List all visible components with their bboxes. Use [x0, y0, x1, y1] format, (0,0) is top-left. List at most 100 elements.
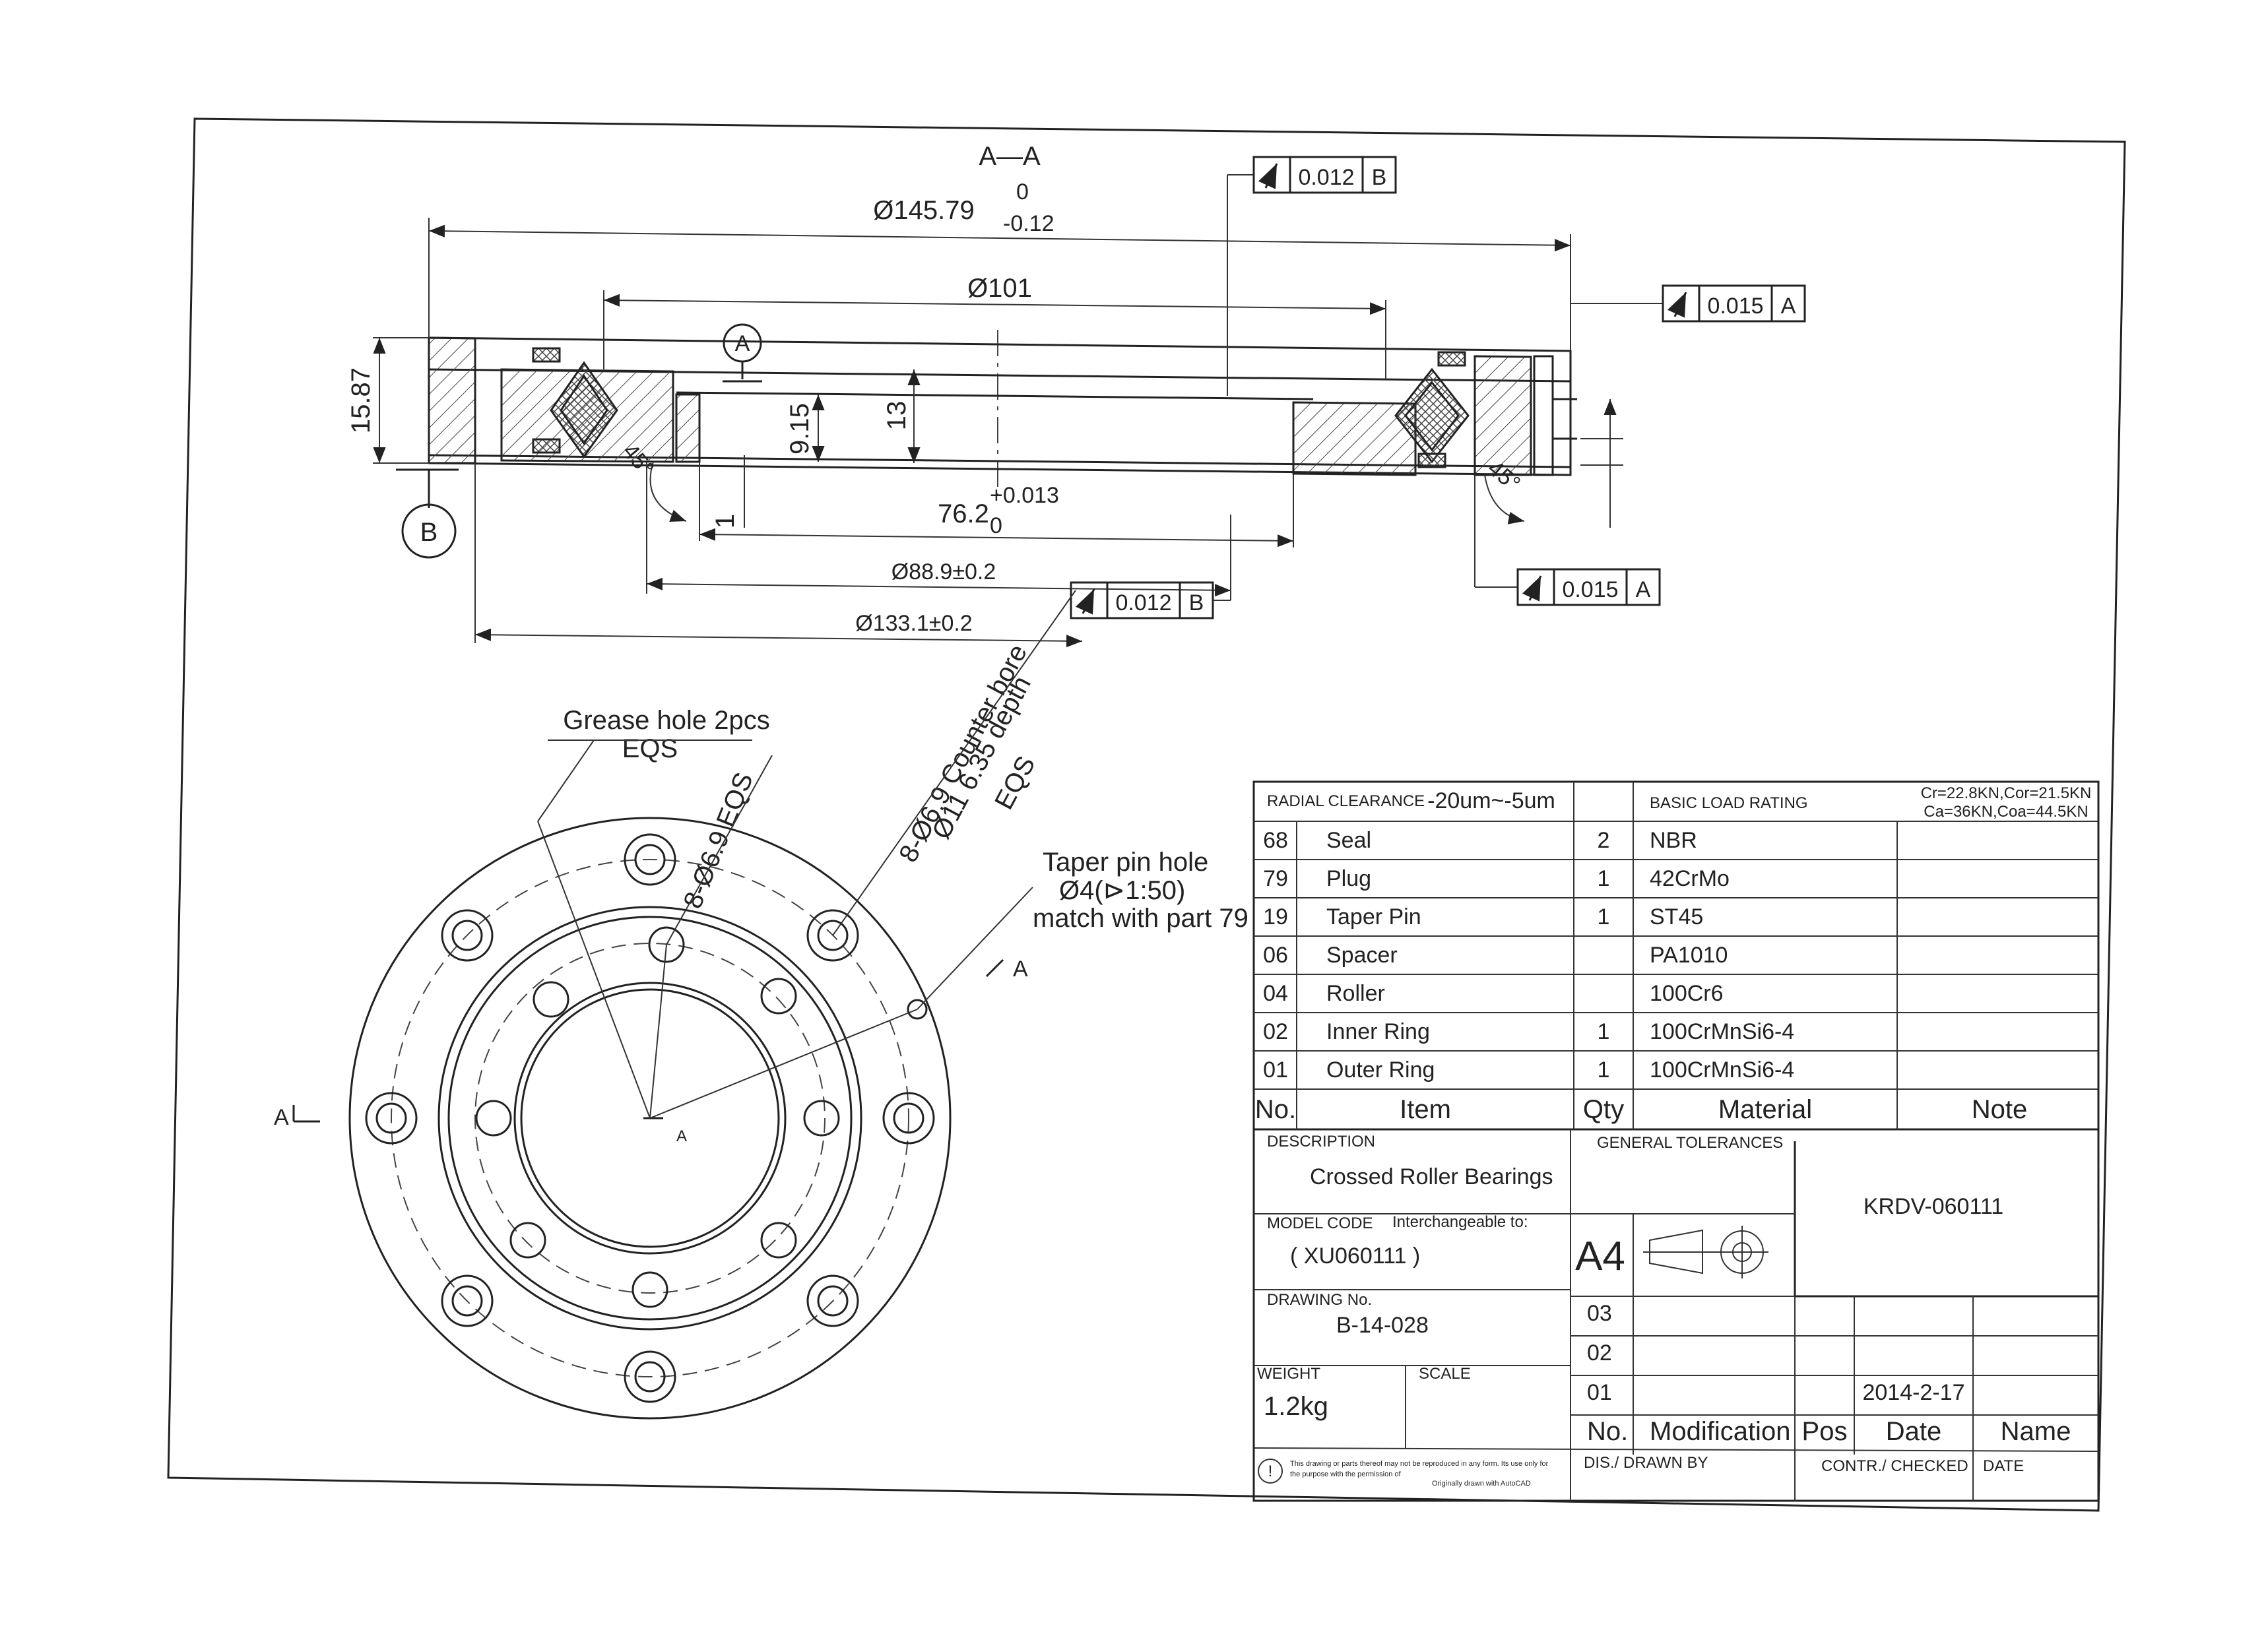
projection-icon [1643, 1226, 1768, 1278]
dim-outer-lower: -0.12 [1003, 211, 1054, 236]
svg-text:This drawing or parts thereof: This drawing or parts thereof may not be… [1290, 1460, 1549, 1468]
right-seal-top [1437, 351, 1466, 367]
table-header: No. Item Qty Material Note [1255, 1095, 2027, 1124]
svg-text:1: 1 [1598, 1019, 1610, 1044]
plan-view: A A A Grease hole 2pcs EQS 8-Ø6.9 EQS 8-… [274, 590, 1248, 1420]
section-mark-left: A [274, 1105, 289, 1130]
description-value: Crossed Roller Bearings [1310, 1164, 1553, 1189]
svg-text:04: 04 [1263, 981, 1288, 1006]
svg-text:Note: Note [1972, 1095, 2028, 1124]
svg-text:the purpose with the permissio: the purpose with the permission of [1290, 1470, 1401, 1478]
rev-row-02: 02 [1587, 1340, 1612, 1366]
svg-text:Plug: Plug [1326, 866, 1371, 891]
svg-text:Roller: Roller [1326, 981, 1385, 1006]
svg-text:0.012: 0.012 [1115, 590, 1171, 615]
model-code-label: MODEL CODE [1267, 1214, 1373, 1232]
interchangeable-label: Interchangeable to: [1392, 1213, 1528, 1231]
svg-text:Outer Ring: Outer Ring [1326, 1057, 1435, 1083]
dim-height-1: 1 [711, 514, 740, 528]
table-row: 01 Outer Ring 1 100CrMnSi6-4 [1263, 1057, 1794, 1083]
grease-eqs: EQS [622, 734, 678, 763]
grease-note: Grease hole 2pcs [563, 706, 770, 735]
taper-pin-hole [907, 999, 928, 1020]
radial-clearance-value: -20um~-5um [1427, 788, 1555, 813]
svg-text:B: B [1189, 590, 1204, 615]
drawn-by-label: DIS./ DRAWN BY [1584, 1454, 1708, 1472]
left-seal-bottom [532, 438, 561, 454]
drawing-no-value: B-14-028 [1336, 1313, 1429, 1338]
svg-text:Taper Pin: Taper Pin [1326, 904, 1421, 929]
svg-text:42CrMo: 42CrMo [1650, 866, 1730, 891]
svg-text:No.: No. [1255, 1095, 1296, 1124]
svg-text:1: 1 [1598, 904, 1610, 929]
outer-ring-edge [348, 817, 952, 1420]
left-seal-top [532, 347, 561, 363]
basic-load-label: BASIC LOAD RATING [1650, 794, 1808, 812]
svg-text:Seal: Seal [1326, 828, 1371, 853]
svg-text:B: B [1372, 165, 1387, 190]
svg-text:68: 68 [1263, 828, 1288, 853]
section-title: A—A [979, 142, 1041, 171]
svg-text:PA1010: PA1010 [1650, 943, 1728, 968]
svg-text:100CrMnSi6-4: 100CrMnSi6-4 [1650, 1057, 1794, 1083]
svg-text:1: 1 [1598, 1057, 1610, 1083]
table-row: 79 Plug 1 42CrMo [1263, 866, 1730, 891]
rev-row-03: 03 [1587, 1301, 1612, 1326]
date-label: DATE [1983, 1457, 2024, 1475]
drawing-no-label: DRAWING No. [1267, 1291, 1372, 1309]
svg-text:Modification: Modification [1650, 1417, 1790, 1446]
center-mark: A [676, 1127, 687, 1145]
runout-icon [1075, 588, 1095, 615]
table-row: 02 Inner Ring 1 100CrMnSi6-4 [1263, 1019, 1794, 1044]
left-outer-ring [428, 336, 476, 464]
general-tol-label: GENERAL TOLERANCES [1597, 1134, 1783, 1152]
rev-date: 2014-2-17 [1862, 1380, 1964, 1405]
dim-d889: Ø88.9±0.2 [891, 559, 996, 584]
svg-text:02: 02 [1263, 1019, 1288, 1044]
taper-pin [1533, 355, 1554, 476]
svg-text:Inner Ring: Inner Ring [1326, 1019, 1430, 1044]
svg-text:A: A [1636, 577, 1651, 602]
svg-text:2: 2 [1598, 828, 1610, 853]
svg-text:19: 19 [1263, 904, 1288, 929]
table-row: 06 Spacer PA1010 [1263, 943, 1728, 968]
section-mark-right: A [1013, 957, 1028, 982]
taper-note-1: Taper pin hole [1043, 848, 1208, 877]
dim-bore-lower: 0 [990, 513, 1002, 538]
weight-value: 1.2kg [1264, 1392, 1328, 1421]
description-label: DESCRIPTION [1267, 1133, 1375, 1150]
svg-text:NBR: NBR [1650, 828, 1697, 853]
table-row: 19 Taper Pin 1 ST45 [1263, 904, 1703, 929]
svg-text:Pos: Pos [1802, 1417, 1848, 1446]
rev-row-01: 01 [1587, 1380, 1612, 1405]
dim-outer-upper: 0 [1016, 179, 1029, 204]
dim-bore-upper: +0.013 [990, 483, 1059, 508]
datum-a-label: A [735, 331, 750, 356]
runout-icon [1522, 575, 1542, 602]
dim-outer-diameter: Ø145.79 [873, 196, 974, 225]
svg-text:06: 06 [1263, 943, 1288, 968]
right-seal-bottom [1417, 453, 1446, 468]
radial-clearance-label: RADIAL CLEARANCE [1267, 792, 1425, 810]
dim-height-915: 9.15 [785, 403, 814, 455]
left-roller [550, 361, 618, 458]
svg-text:Originally drawn with AutoCAD: Originally drawn with AutoCAD [1432, 1480, 1531, 1488]
svg-text:No.: No. [1587, 1417, 1628, 1446]
load-values-1: Cr=22.8KN,Cor=21.5KN [1921, 784, 2092, 802]
svg-text:0.015: 0.015 [1707, 294, 1763, 319]
warning-icon [1258, 1459, 1283, 1484]
model-code-value: ( XU060111 ) [1290, 1243, 1420, 1269]
dim-d1331: Ø133.1±0.2 [855, 611, 972, 636]
scale-label: SCALE [1419, 1365, 1471, 1383]
svg-text:79: 79 [1263, 866, 1288, 891]
svg-text:100Cr6: 100Cr6 [1650, 981, 1724, 1006]
copyright-notice: ! This drawing or parts thereof may not … [1258, 1459, 1549, 1488]
dim-d101: Ø101 [967, 274, 1032, 303]
gdt-frame-1: 0.012 B [1227, 156, 1397, 396]
title-block: RADIAL CLEARANCE -20um~-5um BASIC LOAD R… [1252, 780, 2100, 1502]
counterbore-note-3: EQS [989, 751, 1041, 814]
gdt-frame-2: 0.015 A [1571, 284, 1806, 323]
checked-by-label: CONTR./ CHECKED [1821, 1457, 1968, 1475]
load-values-2: Ca=36KN,Coa=44.5KN [1924, 803, 2089, 821]
